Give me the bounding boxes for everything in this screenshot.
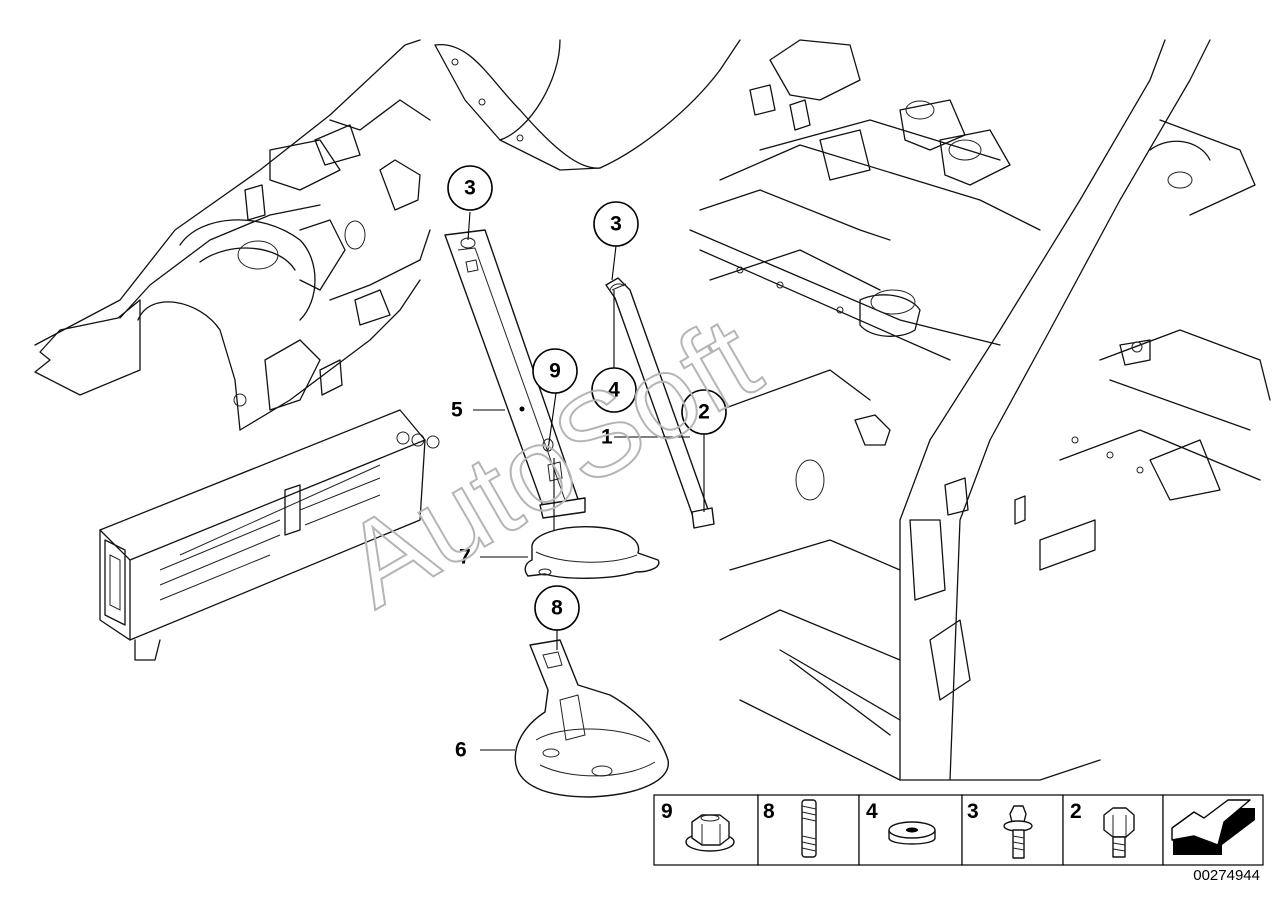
legend-number: 4 [866,800,878,823]
callout-4-label: 4 [608,379,620,402]
callout-6-label: 6 [455,739,467,762]
document-number: 00274944 [1193,867,1260,884]
legend-number: 8 [763,800,775,823]
legend-number: 2 [1070,800,1082,823]
strut-bracket-part-5 [444,229,586,519]
callout-2: 2 [681,389,727,435]
hex-flange-nut-icon [685,814,735,852]
leader-lines [467,211,705,751]
mounting-foot-part-6 [514,639,669,798]
strut-bar-part-1 [605,277,715,529]
callout-9: 9 [532,348,578,394]
washer-icon [888,821,936,845]
legend-number: 9 [661,800,673,823]
left-front-wheel-arch-structure [34,39,440,661]
callout-3-label: 3 [464,177,476,200]
hex-bolt-icon [1103,807,1135,858]
front-floor-and-a-pillar-structure [434,39,1271,781]
bolt-with-washer-icon [1003,805,1033,859]
vehicle-direction-arrow-icon [1171,799,1255,855]
callout-1-label: 1 [601,426,613,449]
callout-3-top-left: 3 [447,165,493,211]
callout-3-top-right: 3 [593,201,639,247]
fastener-legend: 9 8 4 3 2 [653,794,1264,866]
callout-8: 8 [534,585,580,631]
threaded-stud-icon [801,799,817,858]
callout-7-label: 7 [459,546,471,569]
callout-8-label: 8 [551,597,563,620]
legend-number: 3 [967,800,979,823]
callout-2-label: 2 [698,401,710,424]
callout-4: 4 [591,367,637,413]
watermark-text: AutoSoft [322,292,780,633]
cover-plate-part-7 [524,526,660,579]
callout-3-label: 3 [610,213,622,236]
callout-5-label: 5 [451,399,463,422]
callout-9-label: 9 [549,360,561,383]
